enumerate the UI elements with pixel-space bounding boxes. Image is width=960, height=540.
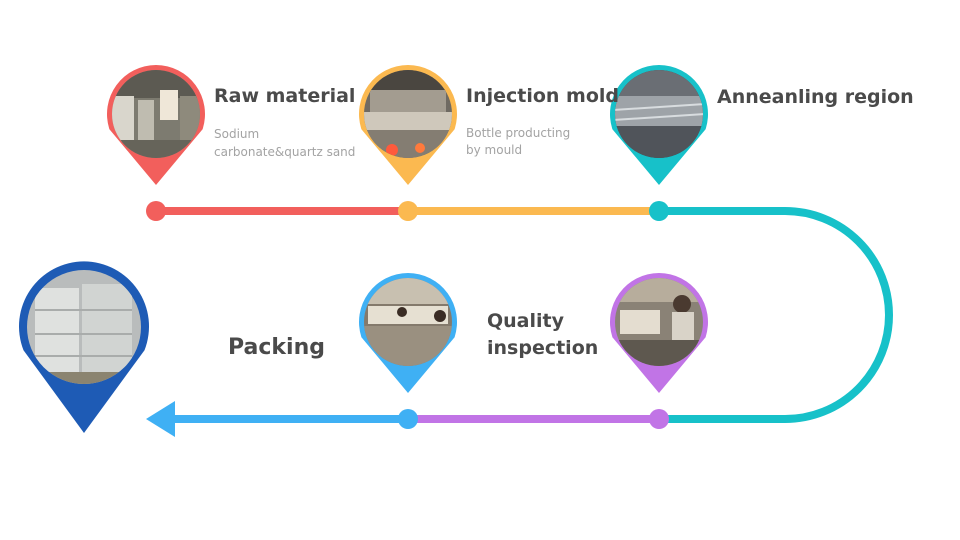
timeline-dot — [398, 201, 418, 221]
step-subtitle-raw-material-line1: Sodium — [214, 127, 260, 141]
pin-injection-mold — [359, 65, 457, 185]
pin-annealing — [610, 65, 708, 185]
timeline-dot — [398, 409, 418, 429]
step-subtitle-raw-material-line2: carbonate&quartz sand — [214, 145, 356, 159]
step-title-quality-line1: Quality — [487, 310, 564, 332]
step-title-annealing: Anneanling region — [717, 86, 914, 108]
step-subtitle-injection-mold-line2: by mould — [466, 143, 523, 157]
timeline — [146, 207, 893, 437]
step-title-quality-line2: inspection — [487, 337, 599, 359]
step-title-packing: Packing — [228, 335, 326, 360]
timeline-segment-annealing — [659, 207, 893, 423]
timeline-dot — [649, 409, 669, 429]
pin-quality — [610, 273, 708, 393]
step-title-injection-mold: Injection mold — [466, 85, 620, 107]
packing-photo — [27, 270, 141, 384]
pin-inspection — [359, 273, 457, 393]
pin-packing — [18, 261, 150, 433]
step-title-raw-material: Raw material — [214, 85, 356, 107]
timeline-dots — [146, 201, 669, 429]
pin-raw-material — [107, 65, 206, 185]
step-subtitle-injection-mold-line1: Bottle producting — [466, 126, 571, 140]
timeline-dot — [146, 201, 166, 221]
arrow-left-icon — [146, 401, 175, 437]
timeline-dot — [649, 201, 669, 221]
inspection-photo — [364, 278, 452, 366]
